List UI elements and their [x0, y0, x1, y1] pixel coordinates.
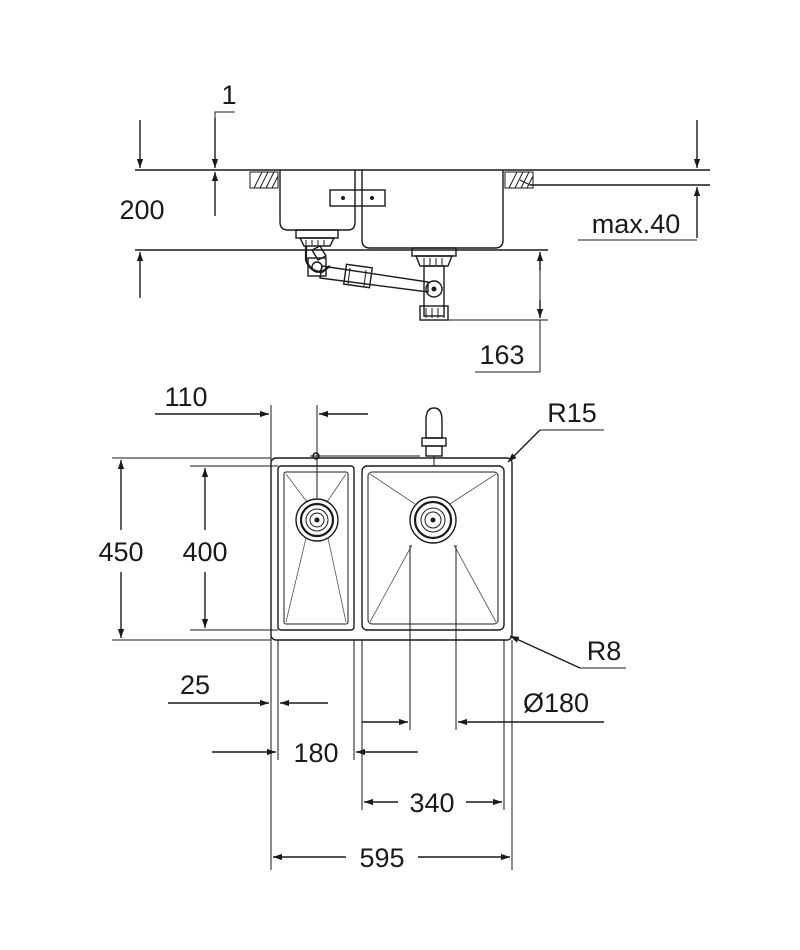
outer-radius-label: R15 [547, 398, 597, 428]
depth-label: 200 [119, 195, 164, 225]
waste-offset-label: 110 [164, 382, 207, 412]
trap-outlet [419, 265, 449, 321]
thickness-label: 1 [221, 80, 236, 110]
overflow-bracket [329, 189, 386, 207]
worktop-label: max.40 [592, 209, 681, 239]
waste-strainer-small [295, 498, 339, 542]
outer-radius-leader [507, 429, 541, 463]
sink-outline [270, 457, 513, 641]
clamp-right [504, 171, 534, 189]
waste-fitting-small [295, 229, 339, 274]
waste-diameter-label: Ø180 [523, 688, 589, 718]
plan-view: 110 R15 450 400 R8 25 Ø180 180 340 [98, 382, 626, 873]
worktop-line [519, 179, 531, 186]
small-bowl-width-label: 180 [293, 738, 338, 768]
small-bowl-section [279, 170, 356, 231]
clamp-left [249, 171, 279, 189]
inner-radius-label: R8 [587, 636, 622, 666]
overflow-fitting [421, 407, 447, 466]
large-bowl-width-label: 340 [409, 788, 454, 818]
overall-width-label: 595 [359, 843, 404, 873]
large-bowl-section [361, 170, 504, 249]
drain-height-label: 163 [479, 340, 524, 370]
rim-width-label: 25 [180, 670, 210, 700]
inner-radius-leader [509, 635, 581, 669]
overall-depth-label: 450 [98, 537, 143, 567]
small-bowl [277, 465, 355, 631]
waste-strainer-large [409, 496, 457, 544]
connecting-pipe [307, 257, 429, 293]
waste-fitting-large [411, 247, 457, 267]
bowl-depth-label: 400 [182, 537, 227, 567]
large-bowl [361, 465, 505, 631]
section-view: 1 200 max.40 163 [119, 80, 710, 373]
